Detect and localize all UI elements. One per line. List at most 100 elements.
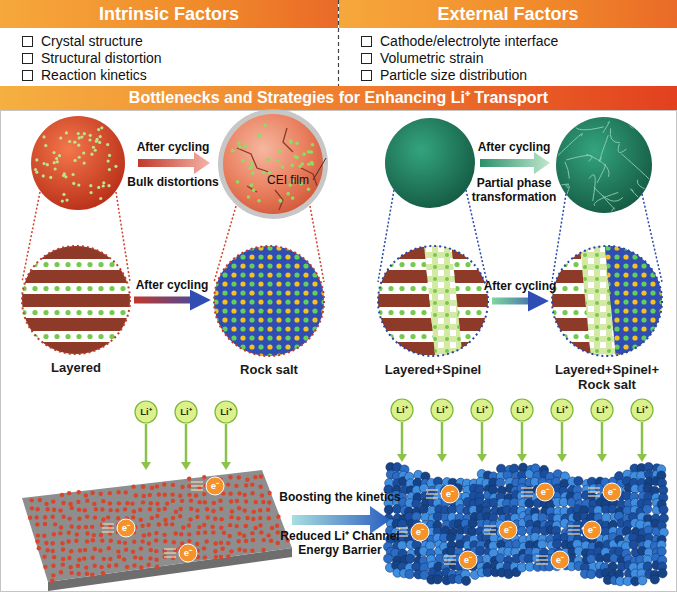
surface-atom bbox=[132, 563, 136, 567]
rock-salt-ion bbox=[312, 290, 317, 295]
surface-atom bbox=[59, 525, 63, 529]
nanoparticle bbox=[412, 499, 421, 508]
checkbox bbox=[361, 70, 372, 81]
nanoparticle bbox=[476, 512, 485, 521]
nanoparticle bbox=[596, 534, 605, 543]
surface-atom bbox=[90, 491, 94, 495]
nanoparticle bbox=[442, 520, 451, 529]
lithium-ion bbox=[493, 337, 497, 341]
lithium-ion bbox=[56, 160, 59, 163]
zoom-line bbox=[466, 190, 487, 282]
lithium-ion bbox=[583, 301, 587, 305]
nanoparticle bbox=[574, 556, 583, 565]
surface-atom bbox=[157, 508, 161, 512]
nanoparticle bbox=[483, 512, 492, 521]
nanoparticle bbox=[413, 493, 422, 502]
nanoparticle bbox=[405, 512, 414, 521]
rock-salt-ion bbox=[303, 272, 308, 277]
checklist-item: Volumetric strain bbox=[361, 50, 558, 67]
nanoparticle bbox=[441, 562, 450, 571]
surface-atom bbox=[91, 538, 95, 542]
nanoparticle bbox=[482, 507, 491, 516]
nanoparticle bbox=[609, 547, 618, 556]
nanoparticle bbox=[617, 555, 626, 564]
lithium-ion bbox=[409, 313, 413, 317]
surface-atom bbox=[155, 514, 159, 518]
surface-atom bbox=[100, 507, 104, 511]
nanoparticle bbox=[421, 472, 430, 481]
rock-salt-ion bbox=[231, 335, 236, 340]
rock-salt-ion bbox=[560, 245, 565, 250]
lithium-ion bbox=[421, 337, 425, 341]
nanoparticle bbox=[560, 533, 569, 542]
surface-atom bbox=[116, 516, 120, 520]
nanoparticle bbox=[539, 554, 548, 563]
rock-salt-ion bbox=[614, 299, 619, 304]
lithium-ion bbox=[559, 277, 563, 281]
nanoparticle bbox=[399, 477, 408, 486]
nanoparticle bbox=[568, 477, 577, 486]
rock-salt-ion bbox=[587, 299, 592, 304]
surface-atom bbox=[51, 515, 55, 519]
nanoparticle bbox=[407, 520, 416, 529]
rock-salt-ion bbox=[605, 254, 610, 259]
surface-atom bbox=[202, 523, 206, 527]
main-panel: Bottlenecks and Strategies for Enhancing… bbox=[0, 86, 677, 592]
spinel-vacancy bbox=[390, 294, 396, 300]
spinel-background bbox=[550, 244, 664, 358]
rock-salt-ion bbox=[605, 308, 610, 313]
surface-atom bbox=[93, 563, 97, 567]
rock-salt-ion bbox=[623, 326, 628, 331]
surface-atom bbox=[189, 507, 193, 511]
spinel-vacancy bbox=[600, 306, 606, 312]
surface-atom bbox=[213, 541, 217, 545]
lithium-ion bbox=[409, 301, 413, 305]
spinel-vacancy bbox=[588, 282, 594, 288]
nanoparticle bbox=[538, 535, 547, 544]
nanoparticle bbox=[518, 463, 527, 472]
lithium-ion bbox=[493, 325, 497, 329]
nanoparticle bbox=[455, 513, 464, 522]
lithium-ion bbox=[595, 337, 599, 341]
lithium-ion bbox=[469, 253, 473, 257]
rock-salt-ion bbox=[312, 335, 317, 340]
spinel-vacancy bbox=[450, 258, 456, 264]
spinel-vacancy bbox=[438, 258, 444, 264]
lithium-ion bbox=[385, 325, 389, 329]
phase-label: Rock salt bbox=[207, 362, 331, 377]
nanoparticle bbox=[609, 477, 618, 486]
rock-salt-ion bbox=[587, 317, 592, 322]
rock-salt-ion bbox=[267, 335, 272, 340]
rock-salt-ion bbox=[213, 326, 218, 331]
rock-salt-ion bbox=[641, 353, 646, 358]
lithium-ion bbox=[32, 286, 37, 291]
rock-salt-ion bbox=[312, 308, 317, 313]
surface-atom bbox=[84, 565, 88, 569]
nanoparticle bbox=[421, 526, 430, 535]
mesh-line bbox=[612, 208, 637, 228]
surface-atom bbox=[149, 548, 153, 552]
mesh-line bbox=[597, 164, 606, 183]
nanoparticle bbox=[525, 562, 534, 571]
lithium-ion bbox=[289, 139, 293, 143]
nanoparticle bbox=[489, 478, 498, 487]
nanoparticle bbox=[440, 542, 449, 551]
lithium-ion bbox=[667, 337, 671, 341]
nanoparticle bbox=[567, 507, 576, 516]
surface-atom bbox=[243, 548, 247, 552]
lithium-ion bbox=[397, 253, 401, 257]
rock-salt-ion bbox=[294, 290, 299, 295]
spinel-vacancy bbox=[576, 306, 582, 312]
nanoparticle bbox=[609, 540, 618, 549]
nanoparticle bbox=[595, 542, 604, 551]
rock-salt-ion bbox=[551, 245, 556, 250]
spinel-vacancy bbox=[564, 246, 570, 252]
surface-atom bbox=[30, 498, 34, 502]
nanoparticle bbox=[615, 511, 624, 520]
nanoparticle bbox=[594, 513, 603, 522]
nanoparticle bbox=[421, 499, 430, 508]
rock-salt-ion bbox=[240, 263, 245, 268]
nanoparticle bbox=[615, 547, 624, 556]
nanoparticle bbox=[510, 514, 519, 523]
lithium-ion bbox=[445, 313, 449, 317]
